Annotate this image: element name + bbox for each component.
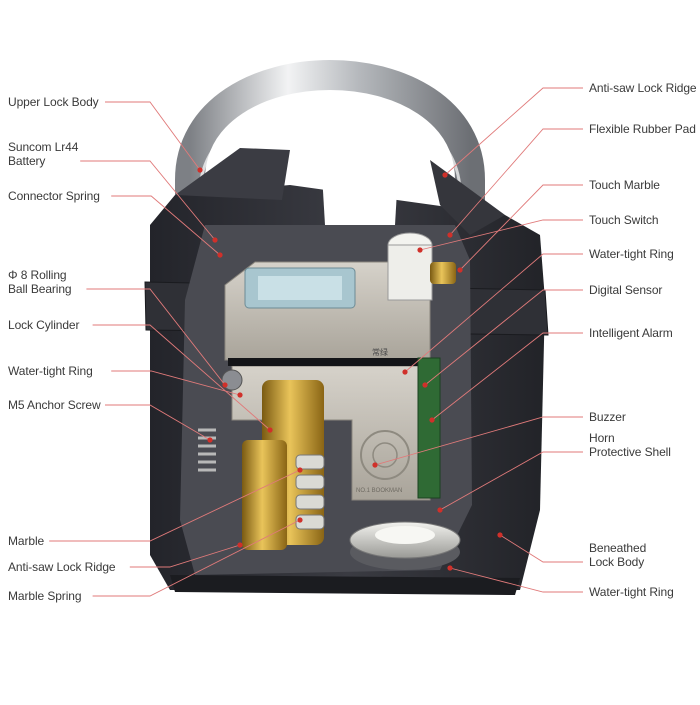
left-label-water-tight-ring: Water-tight Ring bbox=[8, 364, 93, 378]
right-label-touch-switch: Touch Switch bbox=[589, 213, 659, 227]
left-leader-dot-connector-spring bbox=[217, 252, 223, 258]
left-leader-dot-8-rolling-ball-bearing bbox=[222, 382, 228, 388]
right-leader-dot-water-tight-ring bbox=[402, 369, 408, 375]
right-leader-dot-water-tight-ring bbox=[447, 565, 453, 571]
right-leader-touch-switch bbox=[419, 219, 583, 251]
right-label-anti-saw-lock-ridge: Anti-saw Lock Ridge bbox=[589, 81, 697, 95]
right-leader-dot-flexible-rubber-pad bbox=[447, 232, 453, 238]
right-leader-water-tight-ring bbox=[449, 567, 583, 593]
housing-engraving: NO.1 BOOKMAN bbox=[356, 488, 402, 494]
left-leader-marble-spring bbox=[92, 519, 301, 597]
right-leader-beneathed-lock-body bbox=[499, 534, 583, 563]
right-leader-flexible-rubber-pad bbox=[449, 128, 583, 236]
left-leader-dot-water-tight-ring bbox=[237, 392, 243, 398]
left-label-marble: Marble bbox=[8, 534, 45, 548]
right-leader-dot-touch-marble bbox=[457, 267, 463, 273]
left-leader-suncom-lr44-battery bbox=[80, 160, 216, 241]
right-leader-digital-sensor bbox=[424, 289, 583, 386]
right-leader-dot-buzzer bbox=[372, 462, 378, 468]
right-leader-anti-saw-lock-ridge bbox=[444, 87, 583, 176]
right-label-beneathed-lock-body: Beneathed Lock Body bbox=[589, 541, 647, 569]
left-leader-anti-saw-lock-ridge bbox=[129, 544, 241, 568]
left-label-connector-spring: Connector Spring bbox=[8, 189, 100, 203]
right-leader-water-tight-ring bbox=[404, 253, 583, 373]
left-label-marble-spring: Marble Spring bbox=[8, 589, 82, 603]
left-leader-dot-anti-saw-lock-ridge bbox=[237, 542, 243, 548]
left-label-m5-anchor-screw: M5 Anchor Screw bbox=[8, 398, 101, 412]
right-leader-dot-touch-switch bbox=[417, 247, 423, 253]
left-leader-dot-suncom-lr44-battery bbox=[212, 237, 218, 243]
right-label-touch-marble: Touch Marble bbox=[589, 178, 660, 192]
left-leader-dot-marble-spring bbox=[297, 517, 303, 523]
left-label-anti-saw-lock-ridge: Anti-saw Lock Ridge bbox=[8, 560, 116, 574]
right-label-water-tight-ring: Water-tight Ring bbox=[589, 585, 674, 599]
right-leader-dot-digital-sensor bbox=[422, 382, 428, 388]
right-leader-buzzer bbox=[374, 416, 583, 466]
right-leader-dot-horn-protective-shell bbox=[437, 507, 443, 513]
left-leader-lock-cylinder bbox=[92, 324, 271, 431]
marble-pins bbox=[295, 454, 325, 530]
right-label-intelligent-alarm: Intelligent Alarm bbox=[589, 326, 673, 340]
left-leader-marble bbox=[49, 469, 301, 542]
left-leader-upper-lock-body bbox=[105, 101, 201, 171]
left-label-suncom-lr44-battery: Suncom Lr44 Battery bbox=[8, 140, 79, 168]
shackle bbox=[175, 60, 485, 315]
left-leader-dot-marble bbox=[297, 467, 303, 473]
right-label-horn-protective-shell: Horn Protective Shell bbox=[589, 431, 671, 459]
right-leader-dot-intelligent-alarm bbox=[429, 417, 435, 423]
left-leader-connector-spring bbox=[111, 195, 221, 256]
circuit-board bbox=[417, 357, 441, 499]
left-leader-water-tight-ring bbox=[111, 370, 241, 396]
right-label-flexible-rubber-pad: Flexible Rubber Pad bbox=[589, 122, 696, 136]
left-leader-dot-lock-cylinder bbox=[267, 427, 273, 433]
left-leader-dot-upper-lock-body bbox=[197, 167, 203, 173]
right-leader-touch-marble bbox=[459, 184, 583, 271]
left-leader-m5-anchor-screw bbox=[105, 404, 211, 441]
right-leader-dot-beneathed-lock-body bbox=[497, 532, 503, 538]
right-leader-dot-anti-saw-lock-ridge bbox=[442, 172, 448, 178]
left-label-upper-lock-body: Upper Lock Body bbox=[8, 95, 99, 109]
left-leader-dot-m5-anchor-screw bbox=[207, 437, 213, 443]
right-label-buzzer: Buzzer bbox=[589, 410, 626, 424]
left-label-lock-cylinder: Lock Cylinder bbox=[8, 318, 80, 332]
left-label-8-rolling-ball-bearing: Φ 8 Rolling Ball Bearing bbox=[8, 268, 72, 296]
right-label-water-tight-ring: Water-tight Ring bbox=[589, 247, 674, 261]
right-label-digital-sensor: Digital Sensor bbox=[589, 283, 663, 297]
right-leader-intelligent-alarm bbox=[431, 332, 583, 421]
right-leader-horn-protective-shell bbox=[439, 451, 583, 511]
leader-lines bbox=[49, 87, 583, 597]
left-leader-8-rolling-ball-bearing bbox=[86, 288, 226, 386]
housing-tag: 常绿 bbox=[372, 348, 388, 357]
